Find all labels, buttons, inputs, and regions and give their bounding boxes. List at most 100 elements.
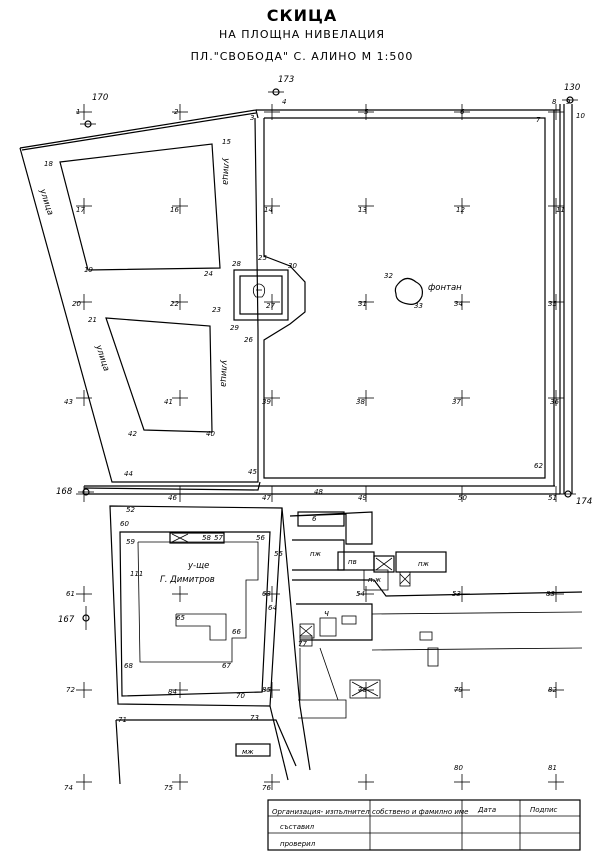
point-number: 13 xyxy=(358,206,367,214)
point-number: 85 xyxy=(262,686,271,694)
point-number: 55 xyxy=(274,550,283,558)
sketch-subtitle: НА ПЛОЩНА НИВЕЛАЦИЯ xyxy=(218,28,386,41)
sketch-title: СКИЦА xyxy=(266,6,338,25)
point-number: 32 xyxy=(384,272,393,280)
point-number: 35 xyxy=(548,300,557,308)
benchmark-167: 167 xyxy=(58,615,75,625)
point-number: 25 xyxy=(258,254,267,262)
point-number: 9 xyxy=(566,98,571,106)
point-number: 11 xyxy=(556,206,565,214)
point-number: 83 xyxy=(546,590,555,598)
benchmark-174: 174 xyxy=(576,497,592,507)
school-label-2: Г. Димитров xyxy=(160,575,215,585)
fountain-label: фонтан xyxy=(428,283,462,293)
point-number: 59 xyxy=(126,538,135,546)
point-number: 71 xyxy=(118,716,127,724)
point-number: 58 xyxy=(202,534,211,542)
point-number: 33 xyxy=(414,302,423,310)
point-number: 34 xyxy=(454,300,463,308)
table-header-date: Дата xyxy=(477,806,496,814)
point-number: 15 xyxy=(222,138,231,146)
point-number: 4 xyxy=(282,98,286,106)
point-number: 82 xyxy=(548,686,557,694)
point-number: 29 xyxy=(230,324,239,332)
building-label-pv: пв xyxy=(348,558,357,566)
point-number: 1 xyxy=(76,108,80,116)
point-number: 5 xyxy=(364,108,369,116)
point-number: 61 xyxy=(66,590,75,598)
point-number: 38 xyxy=(356,398,365,406)
point-number: 72 xyxy=(66,686,75,694)
point-number: 23 xyxy=(212,306,221,314)
building-label-6: 6 xyxy=(312,515,317,523)
table-row-checked: проверил xyxy=(280,840,316,848)
street-label-4: улица xyxy=(218,359,229,387)
point-number: 65 xyxy=(176,614,185,622)
grid-crosses xyxy=(76,104,564,790)
point-number: 45 xyxy=(248,468,257,476)
building-label-ch: ч xyxy=(324,609,329,619)
point-number: 79 xyxy=(454,686,463,694)
point-number: 47 xyxy=(262,494,271,502)
point-number: 3 xyxy=(250,114,254,122)
point-number: 84 xyxy=(168,688,177,696)
sketch-location-scale: ПЛ."СВОБОДА" С. АЛИНО М 1:500 xyxy=(190,50,414,63)
point-number: 70 xyxy=(236,692,245,700)
point-number: 10 xyxy=(576,112,585,120)
point-number: 26 xyxy=(244,336,253,344)
point-number: 52 xyxy=(126,506,135,514)
signature-table: Организация- изпълнител собствено и фами… xyxy=(267,799,581,851)
point-number: 54 xyxy=(356,590,365,598)
point-number: 78 xyxy=(358,686,367,694)
point-number: 7 xyxy=(536,116,541,124)
building-label-pzh-2: пж xyxy=(418,560,430,568)
point-number: 75 xyxy=(164,784,173,792)
point-number: 14 xyxy=(264,206,273,214)
point-number: 12 xyxy=(456,206,465,214)
point-number: 16 xyxy=(170,206,179,214)
point-number: 73 xyxy=(250,714,259,722)
point-number: 17 xyxy=(76,206,85,214)
point-number: 57 xyxy=(214,534,223,542)
benchmark-168: 168 xyxy=(56,487,73,497)
hatched-boxes xyxy=(171,533,411,697)
benchmark-170: 170 xyxy=(92,93,108,103)
point-number: 31 xyxy=(358,300,367,308)
point-number: 48 xyxy=(314,488,323,496)
building-label-mzh: мж xyxy=(242,748,254,756)
building-label-pzh-3: п.ж xyxy=(368,576,382,584)
point-number: 51 xyxy=(548,494,557,502)
point-number: 63 xyxy=(262,590,271,598)
street-label-3: улица xyxy=(93,343,111,373)
point-number: 27 xyxy=(266,302,275,310)
point-number: 41 xyxy=(164,398,173,406)
point-number: 22 xyxy=(170,300,179,308)
point-number: 43 xyxy=(64,398,73,406)
table-header-signature: Подпис xyxy=(530,806,558,814)
point-number: 80 xyxy=(454,764,463,772)
point-number: 19 xyxy=(84,266,93,274)
table-header-name: собствено и фамилно име xyxy=(372,808,468,816)
point-number: 18 xyxy=(44,160,53,168)
point-number: 40 xyxy=(206,430,215,438)
point-number: 39 xyxy=(262,398,271,406)
benchmark-173: 173 xyxy=(278,75,294,85)
lower-block xyxy=(109,505,583,785)
point-number: 53 xyxy=(452,590,461,598)
street-label-1: улица xyxy=(37,187,55,217)
point-number: 56 xyxy=(256,534,265,542)
point-number: 8 xyxy=(552,98,557,106)
point-number: 49 xyxy=(358,494,367,502)
point-number: 111 xyxy=(130,570,143,578)
point-number: 24 xyxy=(204,270,213,278)
point-number: 76 xyxy=(262,784,271,792)
point-number: 81 xyxy=(548,764,557,772)
point-number: 42 xyxy=(128,430,137,438)
school-label-1: у-ще xyxy=(187,561,209,571)
point-number: 60 xyxy=(120,520,129,528)
point-number: 44 xyxy=(124,470,133,478)
point-number: 66 xyxy=(232,628,241,636)
